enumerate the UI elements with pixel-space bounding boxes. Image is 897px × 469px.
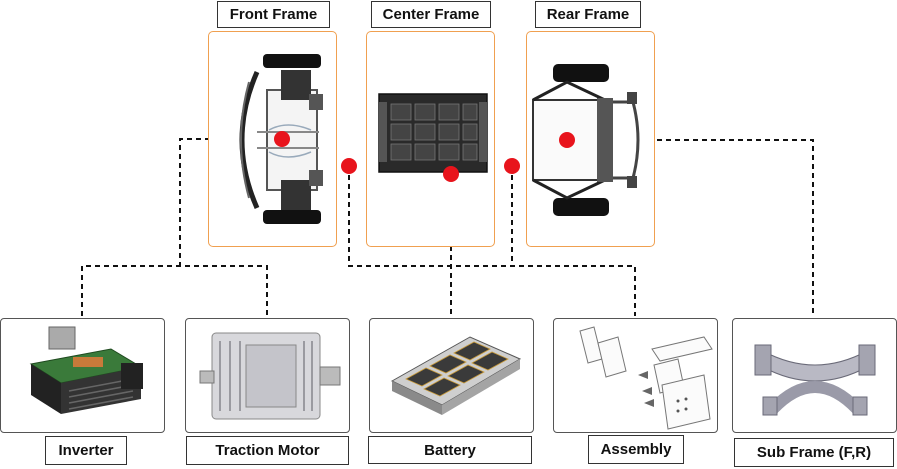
center-frame-drawing [378, 93, 488, 173]
rear-frame-drawing [532, 64, 640, 216]
connector-joints-to-assembly [348, 166, 636, 316]
rear-frame-box [526, 31, 655, 247]
assembly-drawing [579, 326, 713, 430]
inverter-image-box [0, 318, 165, 433]
front-frame-drawing [239, 54, 323, 224]
rear-frame-label: Rear Frame [535, 1, 641, 28]
traction-motor-drawing [199, 332, 341, 420]
traction-motor-label: Traction Motor [186, 436, 349, 465]
battery-image-box [369, 318, 534, 433]
sub-frame-drawing [754, 344, 876, 416]
assembly-image-box [553, 318, 718, 433]
front-frame-label: Front Frame [217, 1, 330, 28]
assembly-label: Assembly [588, 435, 684, 464]
sub-frame-image-box [732, 318, 897, 433]
connector-front-to-inverter-motor [179, 138, 282, 266]
battery-drawing [390, 336, 522, 415]
inverter-label: Inverter [45, 436, 127, 465]
battery-label: Battery [368, 436, 532, 464]
sub-frame-label: Sub Frame (F,R) [734, 438, 894, 467]
center-frame-label: Center Frame [371, 1, 491, 28]
front-frame-box [208, 31, 337, 247]
center-frame-box [366, 31, 495, 247]
inverter-drawing [29, 326, 143, 414]
traction-motor-image-box [185, 318, 350, 433]
